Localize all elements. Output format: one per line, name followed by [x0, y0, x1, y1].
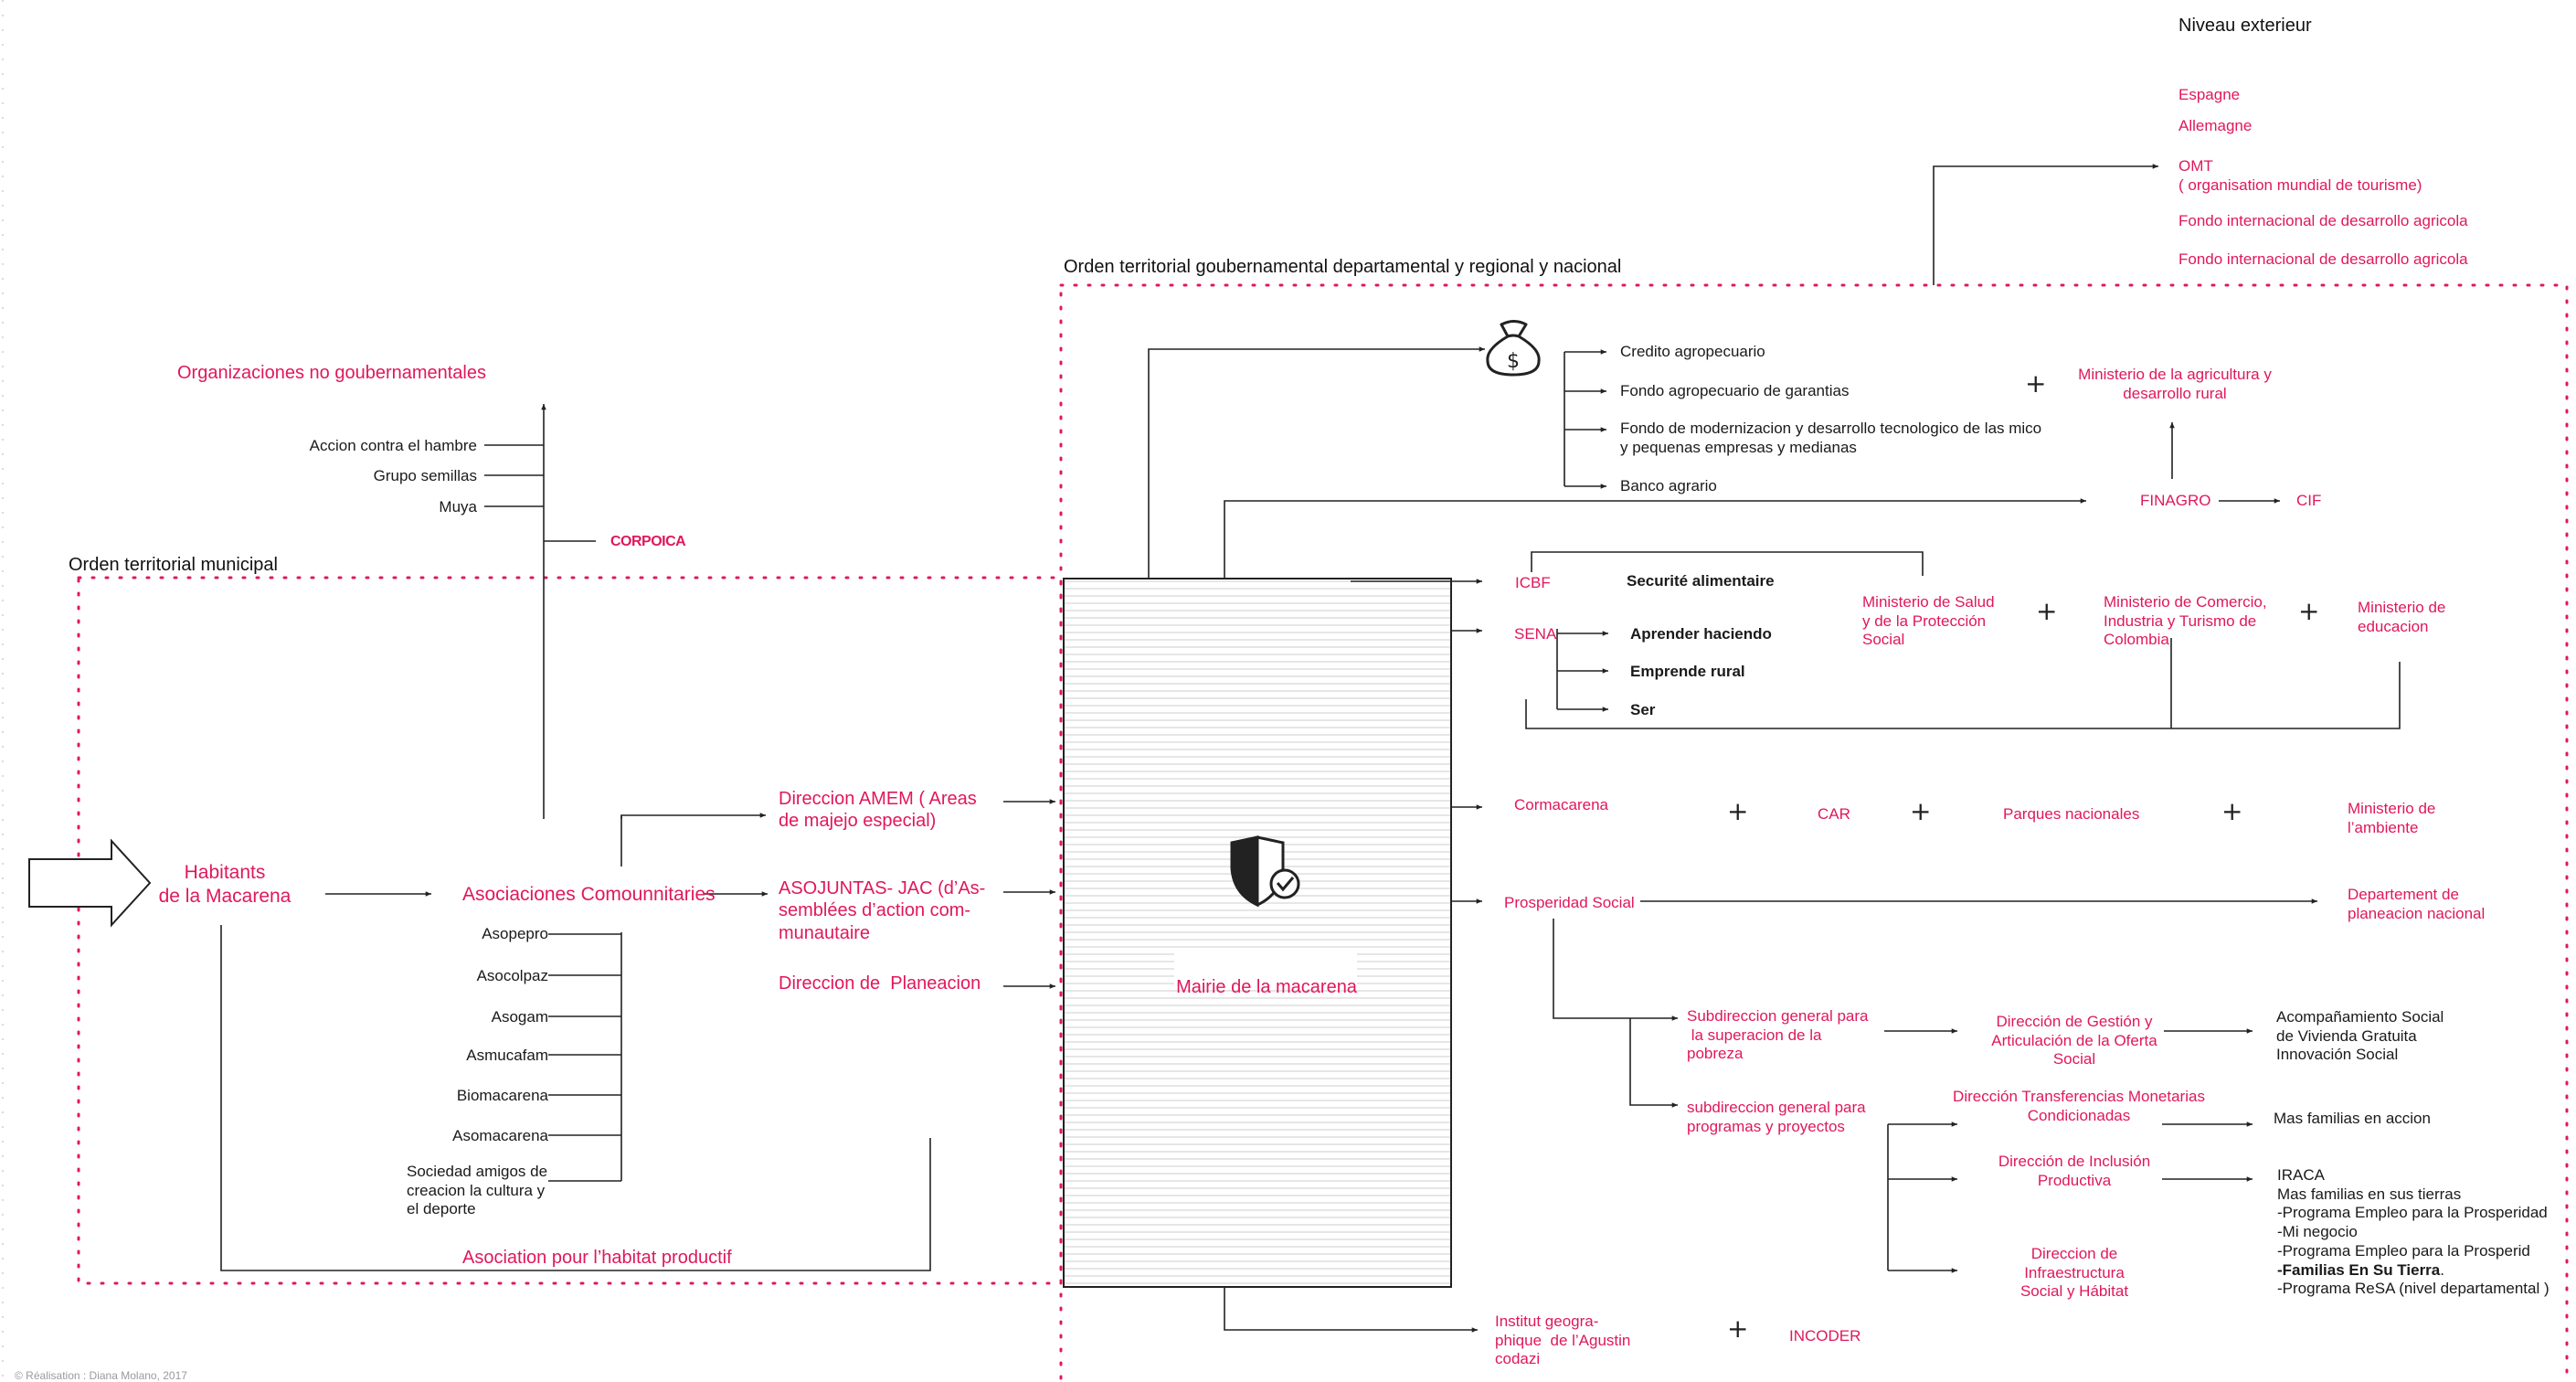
- plus-sign: +: [2298, 596, 2320, 626]
- emprende-rural: Emprende rural: [1630, 663, 1745, 680]
- ministerio-comercio: Ministerio de Comercio, Industria y Turi…: [2104, 593, 2267, 649]
- big-arrow-icon: [28, 838, 152, 928]
- mairie-label-bg: [1174, 953, 1357, 990]
- cif-label: CIF: [2296, 492, 2322, 509]
- plus-sign: +: [2036, 596, 2058, 626]
- asociacion-item: Biomacarena: [456, 1087, 548, 1104]
- plus-sign: +: [1727, 796, 1749, 826]
- mas-familias-accion: Mas familias en accion: [2274, 1110, 2431, 1127]
- subdireccion-pobreza: Subdireccion general para la superacion …: [1687, 1007, 1869, 1063]
- exterior-fondo-2: Fondo internacional de desarrollo agrico…: [2178, 250, 2468, 268]
- asojuntas-label: ASOJUNTAS- JAC (d’As- semblées d’action …: [779, 878, 986, 943]
- aprender-haciendo: Aprender haciendo: [1630, 625, 1772, 643]
- banco-agrario: Banco agrario: [1620, 477, 1717, 494]
- programa-resa: -Programa ReSA (nivel departamental ): [2277, 1280, 2549, 1298]
- ngo-title: Organizaciones no goubernamentales: [177, 363, 486, 383]
- asociacion-item: Asopepro: [482, 925, 548, 942]
- car-label: CAR: [1818, 805, 1850, 823]
- sena-label: SENA: [1514, 625, 1557, 643]
- finagro-label: FINAGRO: [2140, 492, 2211, 509]
- fondo-garantias: Fondo agropecuario de garantias: [1620, 382, 1850, 399]
- iraca-programs: IRACA Mas familias en sus tierras -Progr…: [2277, 1166, 2549, 1299]
- header-orden-gob: Orden territorial goubernamental departa…: [1064, 257, 1622, 277]
- plus-sign: +: [2025, 368, 2047, 399]
- ngo-item: Muya: [439, 498, 477, 516]
- asociacion-item: Sociedad amigos de creacion la cultura y…: [407, 1163, 548, 1218]
- header-orden-municipal: Orden territorial municipal: [69, 555, 278, 575]
- exterior-fondo-1: Fondo internacional de desarrollo agrico…: [2178, 212, 2468, 229]
- exterior-espagne: Espagne: [2178, 86, 2241, 103]
- svg-text:$: $: [1507, 350, 1520, 373]
- exterior-allemagne: Allemagne: [2178, 117, 2253, 134]
- direccion-amem-label: Direccion AMEM ( Areas de majejo especia…: [779, 789, 977, 832]
- prosperidad-social: Prosperidad Social: [1504, 894, 1635, 911]
- acompanamiento-social: Acompañamiento Social de Vivienda Gratui…: [2276, 1008, 2444, 1064]
- mairie-block: [1063, 578, 1452, 1288]
- asociaciones-label: Asociaciones Comounnitaries: [462, 884, 716, 905]
- asociacion-item: Asmucafam: [466, 1047, 548, 1064]
- departement-planeacion: Departement de planeacion nacional: [2348, 886, 2486, 922]
- header-niveau-exterieur: Niveau exterieur: [2178, 16, 2312, 36]
- credit-text: © Réalisation : Diana Molano, 2017: [15, 1369, 187, 1382]
- ngo-item: Accion contra el hambre: [309, 437, 477, 454]
- icbf-label: ICBF: [1515, 574, 1551, 591]
- plus-sign: +: [1727, 1313, 1749, 1344]
- institut-geographique: Institut geogra- phique de l’Agustin cod…: [1495, 1313, 1631, 1368]
- money-bag-icon: $: [1486, 320, 1541, 377]
- asociation-habitat-label: Asociation pour l’habitat productif: [462, 1248, 732, 1268]
- ministerio-ambiente: Ministerio de l’ambiente: [2348, 800, 2436, 836]
- asociacion-item: Asocolpaz: [476, 967, 548, 984]
- habitants-label: Habitants de la Macarena: [158, 862, 292, 907]
- national-frame: [1059, 283, 2569, 1380]
- familias-en-su-tierra: -Familias En Su Tierra: [2277, 1260, 2441, 1279]
- iraca-text: IRACA Mas familias en sus tierras -Progr…: [2277, 1166, 2548, 1260]
- fondo-modernizacion: Fondo de modernizacion y desarrollo tecn…: [1620, 420, 2042, 456]
- ser-label: Ser: [1630, 701, 1656, 718]
- plus-sign: +: [1910, 796, 1932, 826]
- iraca-dot: .: [2440, 1260, 2444, 1279]
- exterior-omt: OMT ( organisation mundial de tourisme): [2178, 157, 2422, 194]
- mairie-label: Mairie de la macarena: [1176, 977, 1357, 997]
- credito-agropecuario: Credito agropecuario: [1620, 343, 1765, 360]
- incoder-label: INCODER: [1789, 1327, 1861, 1345]
- asociacion-item: Asomacarena: [452, 1127, 548, 1144]
- ministerio-agricultura: Ministerio de la agricultura y desarroll…: [2078, 366, 2272, 402]
- parques-nacionales: Parques nacionales: [2003, 805, 2140, 823]
- corpoica-logo: CORPOICA: [610, 534, 686, 549]
- asociacion-item: Asogam: [491, 1008, 548, 1026]
- subdireccion-programas: subdireccion general para programas y pr…: [1687, 1099, 1866, 1135]
- plus-sign: +: [2221, 796, 2243, 826]
- direccion-inclusion: Dirección de Inclusión Productiva: [1998, 1153, 2151, 1189]
- ministerio-salud: Ministerio de Salud y de la Protección S…: [1862, 593, 1995, 649]
- direccion-planeacion-label: Direccion de Planeacion: [779, 973, 981, 994]
- municipal-frame: [77, 576, 1063, 1285]
- ngo-item: Grupo semillas: [373, 467, 477, 484]
- cormacarena-label: Cormacarena: [1514, 796, 1608, 813]
- securite-alimentaire: Securité alimentaire: [1627, 572, 1775, 590]
- ministerio-educacion: Ministerio de educacion: [2358, 599, 2446, 635]
- shield-check-icon: [1230, 835, 1300, 908]
- direccion-gestion: Dirección de Gestión y Articulación de l…: [1991, 1013, 2157, 1068]
- direccion-transferencias: Dirección Transferencias Monetarias Cond…: [1953, 1088, 2205, 1124]
- direccion-infraestructura: Direccion de Infraestructura Social y Há…: [2019, 1245, 2129, 1301]
